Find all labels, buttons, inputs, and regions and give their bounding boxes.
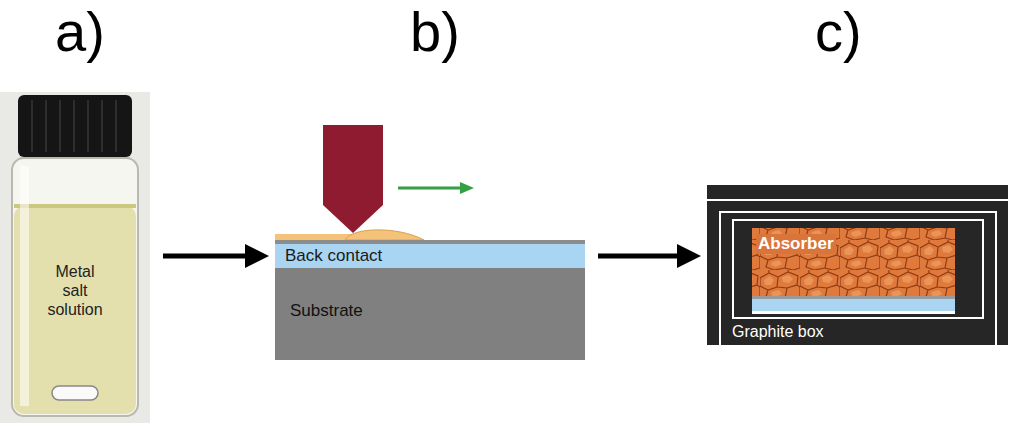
wet-film (275, 234, 357, 240)
top-layer-line (275, 240, 585, 244)
panel-letter: b) (410, 4, 460, 60)
stir-bar (52, 386, 98, 400)
photo-ground (0, 92, 150, 423)
vial-cap (18, 95, 132, 157)
panel-letter: c) (815, 4, 862, 60)
graphite-box: Graphite box Absorber (707, 185, 1008, 345)
glass-highlight (20, 166, 29, 406)
node-text: Metal salt solution (43, 262, 107, 320)
graphite-box-drawing (707, 185, 1008, 345)
doctor-blade-coating (275, 125, 585, 244)
node-text: Substrate (290, 301, 363, 321)
process-arrow (598, 254, 691, 259)
cap-ridges (32, 100, 116, 152)
node-text: Absorber (756, 234, 836, 254)
process-arrow (163, 254, 259, 259)
vial-photo: Metal salt solution (0, 92, 150, 423)
lid-line (707, 199, 1008, 201)
graphite-box-body (707, 185, 1008, 345)
motion-arrow-head (460, 182, 474, 194)
sample-substrate (752, 311, 955, 314)
sample-back-contact (752, 299, 955, 311)
node-text: Back contact (285, 246, 382, 266)
doctor-blade (323, 125, 383, 233)
motion-arrow-line (398, 187, 462, 190)
sample-interlayer (752, 296, 955, 299)
vial-photo (0, 92, 150, 423)
box-cavity (733, 220, 983, 318)
vial-glass (12, 158, 138, 416)
ink-bead (345, 230, 424, 240)
panel-letter: a) (55, 4, 105, 60)
meniscus (14, 204, 136, 208)
box-walls (720, 212, 996, 345)
absorber-grains (752, 228, 955, 296)
back-contact-layer: Back contact (275, 244, 585, 268)
substrate-layer: Substrate (275, 268, 585, 360)
node-text: Graphite box (732, 322, 824, 341)
liquid (14, 206, 136, 414)
absorber-layer: Absorber (752, 228, 955, 296)
